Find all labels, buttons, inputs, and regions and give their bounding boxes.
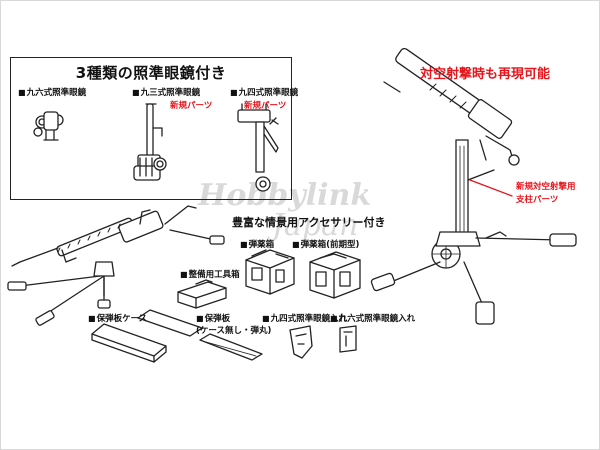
scope-set-title: 3種類の照準眼鏡付き	[75, 64, 227, 82]
tool-box-label: 整備用工具箱	[180, 268, 240, 280]
type96-scope-label: 九六式照準眼鏡	[18, 86, 87, 98]
ammo-box-early-label: 弾薬箱(前期型)	[292, 238, 360, 250]
type94-new-part-tag: 新規パーツ	[244, 101, 287, 111]
type94-scope-drawing	[237, 103, 279, 192]
plate-drawing	[199, 333, 263, 361]
scope-case-96-label: 九六式照準眼鏡入れ	[330, 312, 416, 324]
support-label-line1: 新規対空射撃用	[516, 182, 576, 192]
type94-scope-label: 九四式照準眼鏡	[230, 86, 299, 98]
plate-case-label: 保弾板ケース	[88, 312, 148, 324]
watermark-text: Hobbylink	[198, 178, 372, 213]
ammo-box-drawing	[245, 249, 295, 295]
machine-gun-tripod-drawing	[7, 205, 225, 326]
scope-case-96-drawing	[339, 325, 357, 353]
scope-case-94-label: 九四式照準眼鏡入れ	[262, 312, 348, 324]
support-label-line2: 支柱パーツ	[516, 195, 559, 205]
ammo-box-early-drawing	[309, 251, 361, 299]
type93-new-part-tag: 新規パーツ	[170, 101, 213, 111]
tool-box-drawing	[177, 279, 227, 309]
scope-case-94-drawing	[289, 325, 313, 359]
antiair-heading: 対空射撃時も再現可能	[420, 67, 551, 82]
antiaircraft-mount-drawing	[370, 47, 577, 325]
plate-label: 保弾板	[196, 312, 231, 324]
accessories-heading: 豊富な情景用アクセサリー付き	[232, 216, 386, 229]
plate-note-label: (ケース無し・弾丸)	[196, 326, 272, 336]
support-pointer-line	[469, 179, 513, 197]
scope-set-box: 3種類の照準眼鏡付き	[10, 57, 292, 200]
type93-scope-drawing	[133, 103, 167, 181]
type96-scope-drawing	[33, 111, 64, 141]
type93-scope-label: 九三式照準眼鏡	[132, 86, 201, 98]
ammo-box-label: 弾薬箱	[240, 238, 275, 250]
